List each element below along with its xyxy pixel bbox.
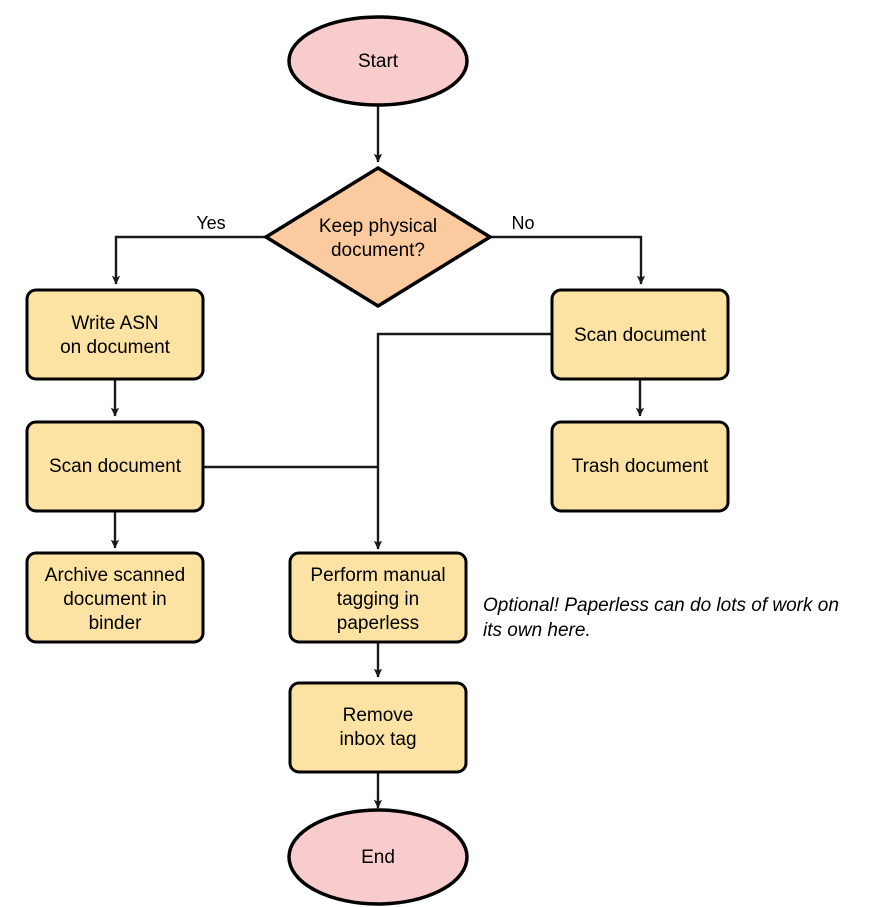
scan-document-left-label: Scan document bbox=[49, 456, 182, 477]
archive-label-line3: binder bbox=[89, 613, 142, 634]
node-scan-document-left[interactable]: Scan document bbox=[25, 420, 205, 513]
remove-inbox-tag-box bbox=[288, 681, 468, 774]
tagging-label-line2: tagging in bbox=[337, 589, 419, 610]
node-start[interactable]: Start bbox=[287, 15, 469, 107]
node-archive-scanned-document[interactable]: Archive scanned document in binder bbox=[25, 551, 205, 644]
annotation-line1: Optional! Paperless can do lots of work … bbox=[483, 595, 839, 616]
edge-scan-right-to-tagging bbox=[373, 332, 551, 550]
trash-document-box bbox=[550, 420, 730, 513]
decision-label-line1: Keep physical bbox=[319, 216, 437, 237]
start-label: Start bbox=[358, 51, 399, 72]
remove-inbox-label-line1: Remove bbox=[343, 705, 414, 726]
tagging-label-line3: paperless bbox=[337, 613, 419, 634]
node-decision-keep-physical-document[interactable]: Keep physical document? bbox=[262, 165, 494, 309]
start-ellipse bbox=[287, 15, 469, 107]
end-ellipse bbox=[287, 808, 469, 906]
edge-label-yes: Yes bbox=[196, 213, 225, 233]
node-remove-inbox-tag[interactable]: Remove inbox tag bbox=[288, 681, 468, 774]
node-trash-document[interactable]: Trash document bbox=[550, 420, 730, 513]
annotation-optional-note: Optional! Paperless can do lots of work … bbox=[483, 595, 839, 641]
edge-label-no: No bbox=[511, 213, 534, 233]
trash-document-label: Trash document bbox=[572, 456, 709, 477]
edge-decision-no-to-scan-right bbox=[491, 235, 646, 285]
edge-decision-yes-to-write-asn bbox=[111, 235, 265, 285]
archive-label-line2: document in bbox=[63, 589, 167, 610]
scan-document-right-label: Scan document bbox=[574, 325, 707, 346]
scan-document-left-box bbox=[25, 420, 205, 513]
tagging-box bbox=[288, 551, 468, 644]
node-write-asn-on-document[interactable]: Write ASN on document bbox=[25, 288, 205, 381]
remove-inbox-label-line2: inbox tag bbox=[339, 729, 416, 750]
annotation-line2: its own here. bbox=[483, 620, 591, 641]
connector-group bbox=[110, 106, 646, 809]
decision-label-line2: document? bbox=[331, 240, 425, 261]
archive-label-line1: Archive scanned bbox=[45, 565, 185, 586]
tagging-label-line1: Perform manual bbox=[310, 565, 445, 586]
write-asn-label-line1: Write ASN bbox=[71, 313, 158, 334]
write-asn-box bbox=[25, 288, 205, 381]
write-asn-label-line2: on document bbox=[60, 337, 171, 358]
node-end[interactable]: End bbox=[287, 808, 469, 906]
node-scan-document-right[interactable]: Scan document bbox=[550, 288, 730, 381]
node-perform-manual-tagging[interactable]: Perform manual tagging in paperless bbox=[288, 551, 468, 644]
decision-diamond bbox=[262, 165, 494, 309]
scan-document-right-box bbox=[550, 288, 730, 381]
end-label: End bbox=[361, 847, 395, 868]
archive-box bbox=[25, 551, 205, 644]
